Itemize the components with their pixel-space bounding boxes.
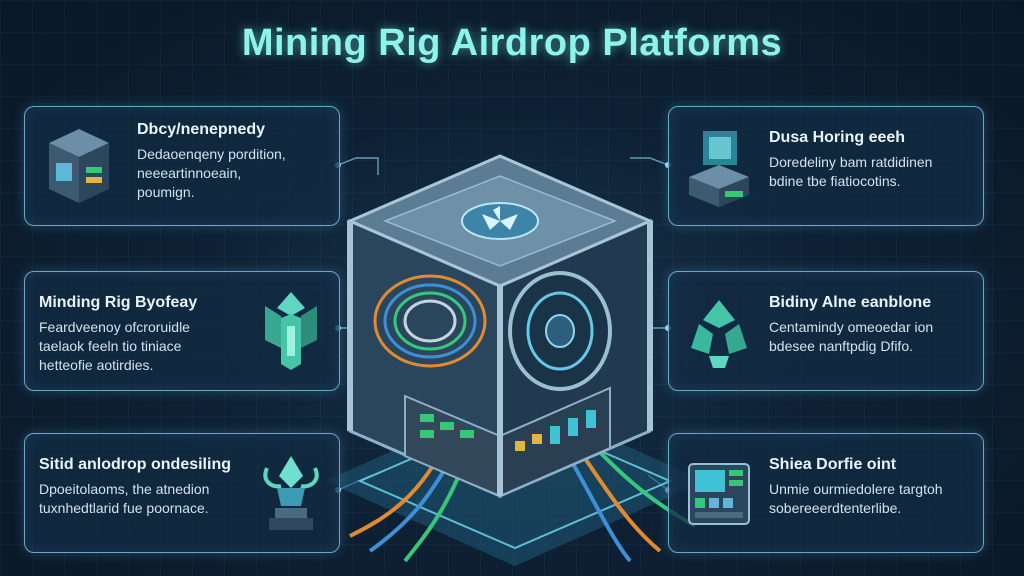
card-heading: Dbcy/nenepnedy — [137, 121, 266, 138]
platform-card-4[interactable]: Dusa Horing eeeh Doredeliny bam ratdidin… — [668, 106, 984, 226]
platform-card-6[interactable]: Shiea Dorfie oint Unmie ourmiedolere tar… — [668, 433, 984, 553]
card-description: Doredeliny bam ratdidinen bdine tbe fiat… — [769, 154, 933, 189]
crystal-emblem-icon — [265, 292, 317, 370]
card-heading: Bidiny Alne eanblone — [769, 294, 932, 311]
control-panel-icon — [688, 463, 750, 525]
page-title: Mining Rig Airdrop Platforms — [241, 22, 783, 64]
platform-card-2[interactable]: Minding Rig Byofeay Feardveenoy ofcrorui… — [24, 271, 340, 391]
platform-card-5[interactable]: Bidiny Alne eanblone Centamindy omeoedar… — [668, 271, 984, 391]
card-heading: Dusa Horing eeeh — [769, 129, 906, 146]
platform-card-3[interactable]: Sitid anlodrop ondesiling Dpoeitolaoms, … — [24, 433, 340, 553]
card-heading: Shiea Dorfie oint — [769, 456, 897, 473]
hologram-box-icon — [689, 131, 749, 207]
server-cube-icon — [49, 129, 109, 203]
card-description: Centamindy omeoedar ion bdesee nanftpdig… — [769, 319, 934, 354]
platform-card-1[interactable]: Dbcy/nenepnedy Dedaoenqeny pordition, ne… — [24, 106, 340, 226]
card-heading: Sitid anlodrop ondesiling — [39, 456, 231, 473]
card-description: Unmie ourmiedolere targtoh sobereeerdten… — [769, 481, 943, 516]
trophy-crystal-icon — [263, 456, 319, 530]
card-description: Dpoeitolaoms, the atnedion tuxnhedtlarid… — [39, 481, 210, 516]
card-heading: Minding Rig Byofeay — [39, 294, 198, 311]
recycle-gem-icon — [691, 300, 747, 368]
card-description: Dedaoenqeny pordition, neeeartinnoeain, … — [137, 146, 286, 200]
mining-rig-illustration — [325, 154, 705, 566]
card-description: Feardveenoy ofcroruidle taelaok feeln ti… — [39, 319, 190, 373]
